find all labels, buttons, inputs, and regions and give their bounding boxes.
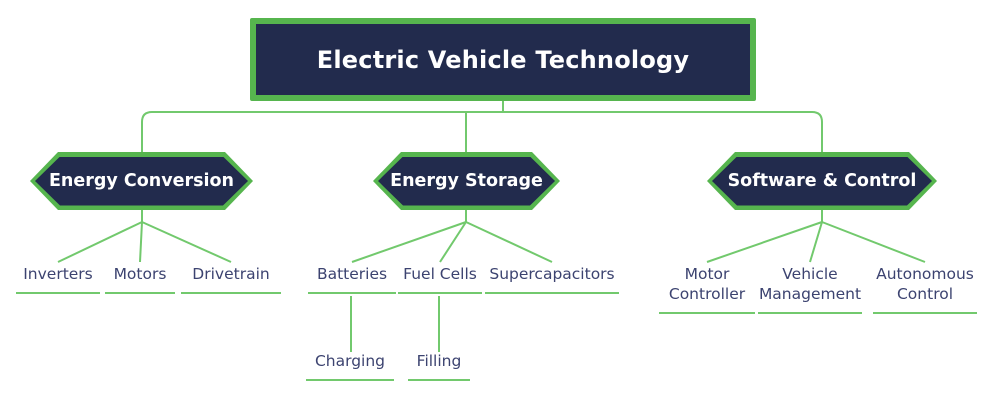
hexagon-fill (35, 157, 248, 206)
branch-label: Energy Storage (390, 171, 543, 191)
leaf-node-supercapacitors: Supercapacitors (485, 264, 619, 294)
leaf-label: Vehicle Management (758, 265, 862, 303)
leaf-node-vehicle-management: Vehicle Management (758, 264, 862, 314)
leaf-node-charging: Charging (306, 351, 394, 381)
energy-storage-fan (351, 209, 553, 263)
leaf-label: Filling (416, 352, 462, 370)
branch-node-energy-storage: Energy Storage (373, 152, 560, 210)
leaf-label: Drivetrain (192, 265, 270, 283)
branch-label: Software & Control (727, 171, 917, 191)
branch-label: Energy Conversion (48, 171, 235, 191)
leaf-label: Batteries (316, 265, 388, 283)
leaf-node-inverters: Inverters (16, 264, 100, 294)
root-node: Electric Vehicle Technology (250, 18, 756, 101)
leaf-label: Supercapacitors (489, 265, 615, 283)
leaf-node-drivetrain: Drivetrain (181, 264, 281, 294)
branch-rail-line (141, 111, 823, 152)
leaf-label: Motor Controller (668, 265, 746, 303)
leaf-label: Charging (314, 352, 386, 370)
leaf-node-motor-controller: Motor Controller (659, 264, 755, 314)
leaf-label: Motors (113, 265, 167, 283)
energy-conversion-fan (57, 209, 232, 263)
leaf-node-fuel-cells: Fuel Cells (398, 264, 482, 294)
leaf-label: Inverters (23, 265, 93, 283)
hexagon-fill (378, 157, 555, 206)
branch-node-energy-conversion: Energy Conversion (30, 152, 253, 210)
root-node-label: Electric Vehicle Technology (316, 45, 690, 74)
leaf-node-motors: Motors (105, 264, 175, 294)
branch-node-software-control: Software & Control (707, 152, 937, 210)
leaf-node-batteries: Batteries (308, 264, 396, 294)
hexagon-fill (712, 157, 932, 206)
software-control-fan (706, 209, 926, 263)
leaf-node-autonomous-control: Autonomous Control (873, 264, 977, 314)
leaf-label: Autonomous Control (876, 265, 974, 303)
leaf-node-filling: Filling (408, 351, 470, 381)
leaf-label: Fuel Cells (403, 265, 477, 283)
